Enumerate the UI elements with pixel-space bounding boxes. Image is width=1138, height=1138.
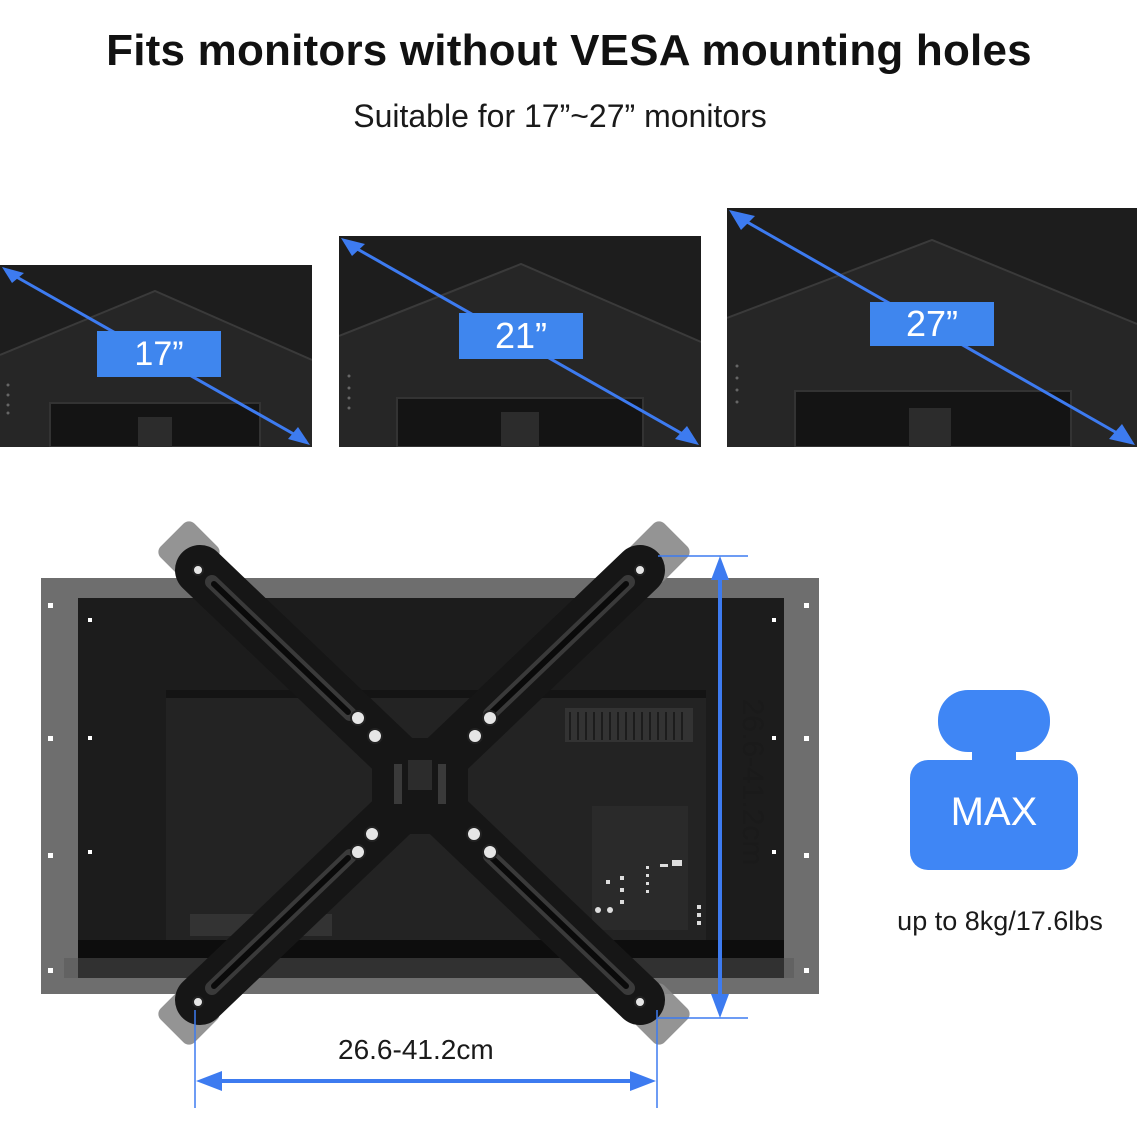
monitor-21-panel: 21” xyxy=(339,236,701,447)
monitor-27-size-label: 27” xyxy=(870,302,994,346)
weight-capacity-label: up to 8kg/17.6lbs xyxy=(897,906,1103,936)
dimension-lines xyxy=(194,555,748,1108)
monitor-21-size-label: 21” xyxy=(459,313,583,359)
width-dimension-label: 26.6-41.2cm xyxy=(338,1034,494,1065)
bracket-illustration xyxy=(41,521,819,1108)
page-subtitle: Suitable for 17”~27” monitors xyxy=(353,98,767,134)
weight-icon xyxy=(910,690,1078,870)
monitor-21-illustration xyxy=(339,236,701,447)
monitor-27-panel: 27” xyxy=(727,208,1137,447)
monitor-17-size-label: 17” xyxy=(97,331,221,377)
height-dimension-label: 26.6-41.2cm xyxy=(736,698,769,866)
page-title: Fits monitors without VESA mounting hole… xyxy=(106,26,1032,75)
weight-max-label: MAX xyxy=(950,790,1038,834)
monitor-17-panel: 17” xyxy=(0,265,312,447)
x-bracket xyxy=(158,521,690,1045)
